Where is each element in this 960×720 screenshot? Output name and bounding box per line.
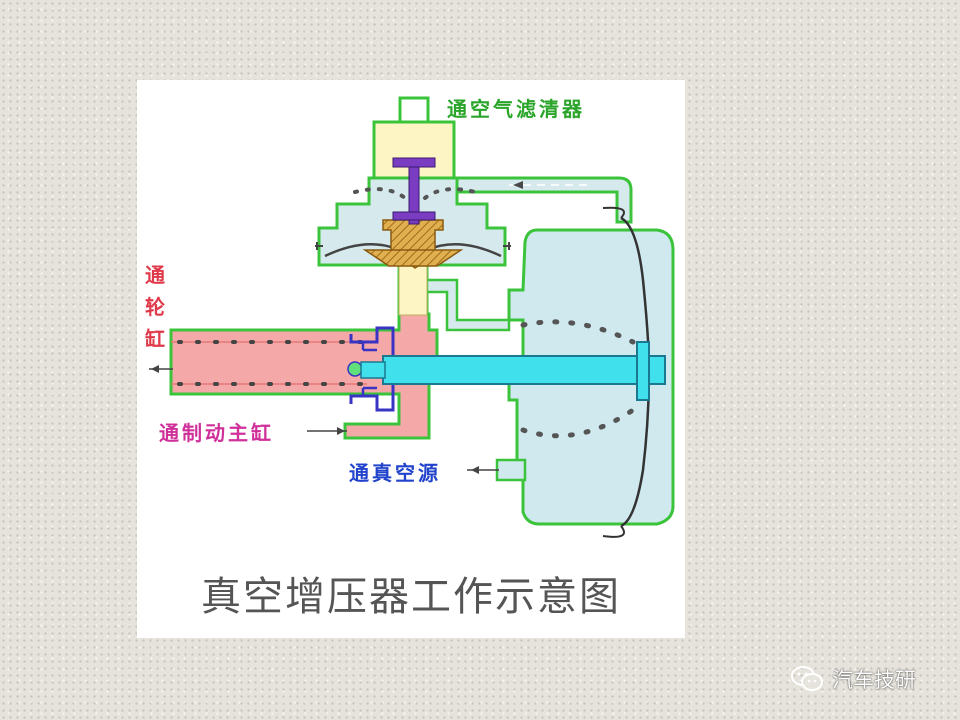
piston-rod (382, 355, 640, 385)
diagram-panel: 通空气滤清器 通 轮 缸 通制动主缸 通真空源 真空增压器工作示意图 (137, 80, 685, 638)
label-wheel-cylinder-2: 轮 (145, 295, 165, 319)
label-wheel-cylinder-1: 通 (145, 263, 165, 287)
valve-piston-body (398, 264, 428, 316)
wechat-icon (791, 666, 823, 691)
diaphragm-plate (636, 341, 650, 401)
check-ball (347, 361, 363, 377)
label-master-cylinder: 通制动主缸 (159, 421, 274, 445)
diagram-title: 真空增压器工作示意图 (201, 574, 621, 620)
valve-disc-upper (392, 157, 436, 168)
return-spring-upper (520, 319, 636, 345)
air-return-pipe (455, 176, 633, 224)
label-air-filter: 通空气滤清器 (447, 97, 585, 121)
air-inlet-pipe (398, 96, 430, 126)
watermark: 汽车技研 (790, 664, 916, 694)
valve-vacuum-link-pipe (425, 278, 511, 332)
vacuum-booster-diagram: 通空气滤清器 通 轮 缸 通制动主缸 通真空源 真空增压器工作示意图 (145, 96, 675, 620)
valve-disc-lower (392, 211, 436, 221)
label-vacuum-source: 通真空源 (349, 461, 441, 485)
watermark-text: 汽车技研 (832, 668, 916, 692)
label-wheel-cylinder-3: 缸 (145, 327, 165, 351)
vacuum-source-pipe (495, 458, 527, 482)
